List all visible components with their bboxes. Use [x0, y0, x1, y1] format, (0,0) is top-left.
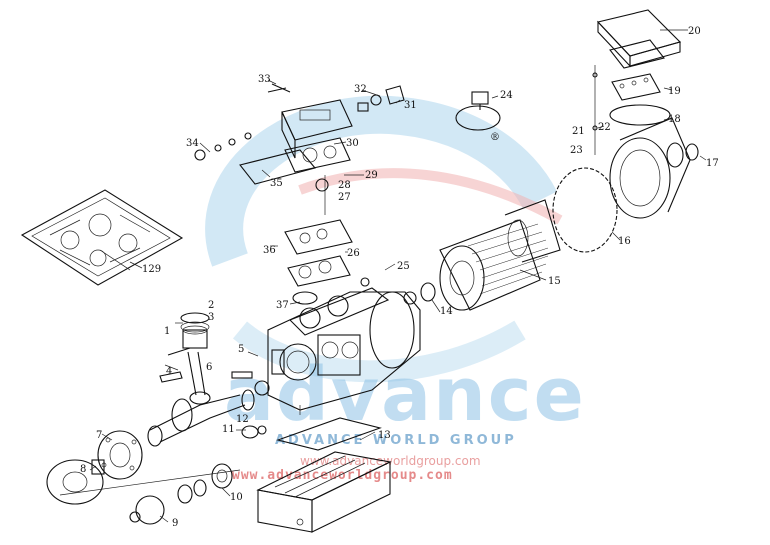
callout-31: 31 [404, 100, 417, 111]
callout-5: 5 [238, 344, 244, 355]
watermark-company: ADVANCE WORLD GROUP [275, 433, 517, 448]
callout-18: 18 [668, 114, 681, 125]
callout-15: 15 [548, 276, 561, 287]
stator-hatching [467, 223, 549, 295]
callout-8: 8 [80, 464, 86, 475]
callout-labels: 33 32 31 34 35 30 29 28 27 36 26 37 25 1… [80, 26, 719, 529]
callout-129: 129 [142, 264, 161, 275]
watermark-url-bold: www.advanceworldgroup.com [232, 468, 453, 483]
callout-11: 11 [222, 424, 235, 435]
callout-34: 34 [186, 138, 199, 149]
motor-rotor-stator [403, 199, 561, 311]
callout-20: 20 [688, 26, 701, 37]
callout-16: 16 [618, 236, 631, 247]
callout-32: 32 [354, 84, 367, 95]
motor-housing [552, 104, 699, 253]
callout-36: 36 [263, 245, 276, 256]
piston-assembly [159, 312, 211, 405]
callout-22: 22 [598, 122, 611, 133]
watermark-swoosh-red [298, 168, 563, 225]
gasket-set [20, 189, 184, 286]
callout-33: 33 [258, 74, 271, 85]
callout-13: 13 [378, 430, 391, 441]
callout-4: 4 [166, 366, 172, 377]
callout-17: 17 [706, 158, 719, 169]
callout-21: 21 [572, 126, 585, 137]
callout-25: 25 [397, 261, 410, 272]
watermark: ® advance ADVANCE WORLD GROUP www.advanc… [205, 95, 586, 483]
leader-lines [89, 29, 707, 523]
callout-3: 3 [208, 312, 214, 323]
callout-19: 19 [668, 86, 681, 97]
callout-2: 2 [208, 300, 214, 311]
watermark-swoosh-blue-lower [232, 320, 526, 383]
callout-23: 23 [570, 145, 583, 156]
callout-14: 14 [440, 306, 453, 317]
callout-30: 30 [346, 138, 359, 149]
callout-9: 9 [172, 518, 178, 529]
solenoid [455, 91, 501, 131]
callout-7: 7 [96, 430, 102, 441]
compressor-housing [267, 277, 421, 415]
callout-1: 1 [164, 326, 170, 337]
watermark-swoosh-blue [205, 95, 557, 267]
callout-27: 27 [338, 192, 351, 203]
callout-24: 24 [500, 90, 513, 101]
callout-28: 28 [338, 180, 351, 191]
callout-26: 26 [347, 248, 360, 259]
callout-37: 37 [276, 300, 289, 311]
head-assembly [194, 83, 405, 305]
terminal-box [592, 9, 682, 155]
crankshaft-assembly [46, 371, 270, 525]
registered-mark: ® [490, 132, 500, 143]
callout-6: 6 [206, 362, 212, 373]
callout-12: 12 [236, 414, 249, 425]
callout-10: 10 [230, 492, 243, 503]
callout-29: 29 [365, 170, 378, 181]
callout-35: 35 [270, 178, 283, 189]
oil-pan [256, 417, 392, 533]
watermark-logo-text: advance [224, 352, 586, 438]
